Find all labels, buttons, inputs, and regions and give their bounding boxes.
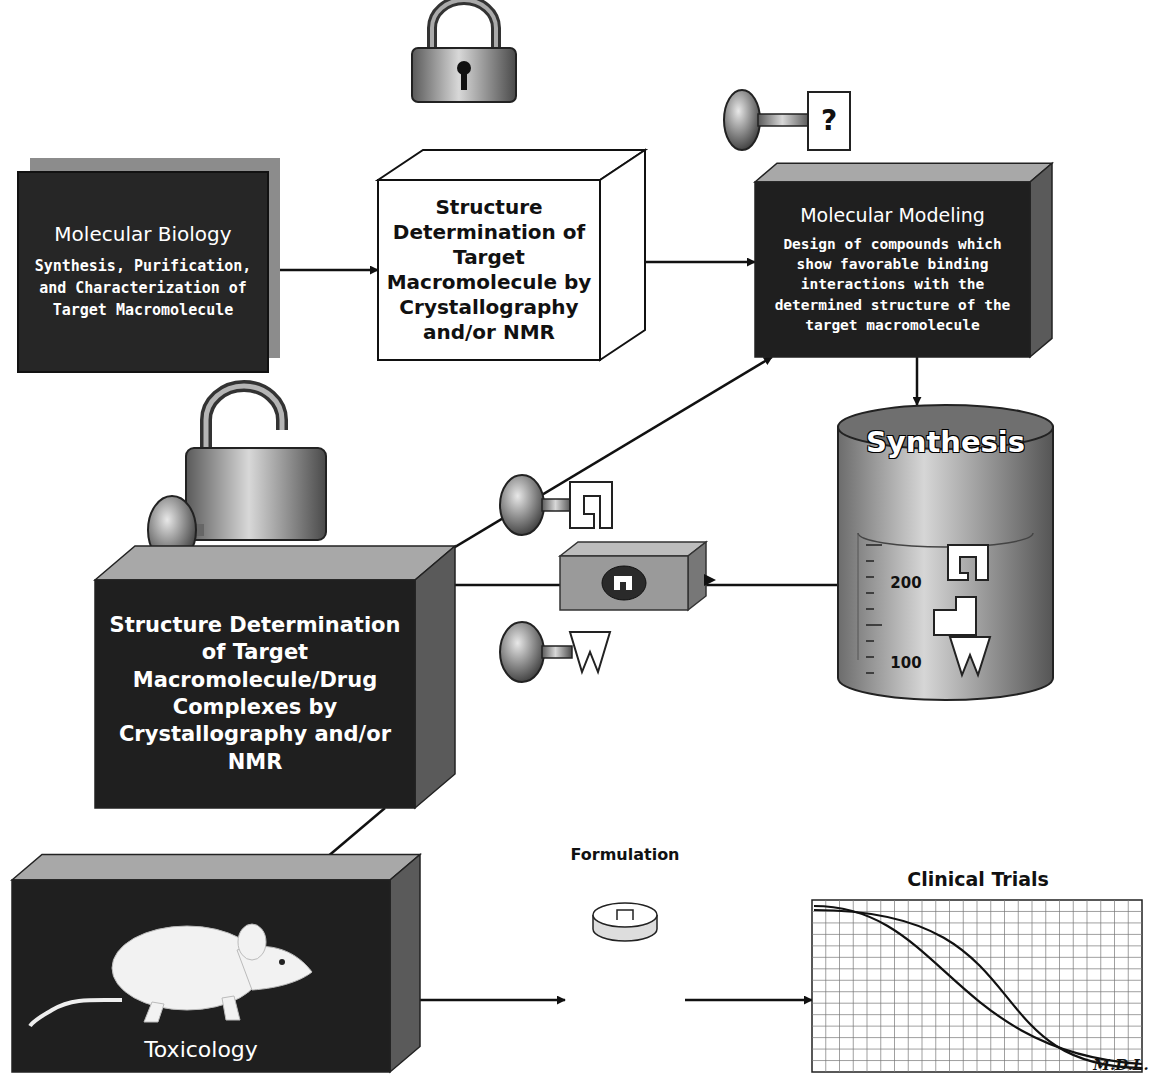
- flow-arrow: [400, 357, 772, 580]
- node-shape: [565, 845, 685, 1010]
- w-key: [500, 622, 610, 682]
- node-body: Synthesis, Purification, and Characteriz…: [28, 256, 258, 321]
- flow-arrow: [268, 269, 378, 272]
- artist-signature: M.D.L.: [1092, 1056, 1150, 1074]
- node-shape: [812, 868, 1144, 1074]
- node-title: Formulation: [570, 845, 679, 864]
- node-title: Structure Determination of Target Macrom…: [105, 612, 405, 776]
- open-padlock: [148, 386, 326, 564]
- scale-number: 200: [886, 574, 926, 592]
- node-title: Toxicology: [144, 1037, 258, 1062]
- complex-structure-box: Structure Determination of Target Macrom…: [95, 580, 415, 808]
- node-title: Synthesis: [866, 425, 1025, 459]
- unknown-key: [724, 90, 850, 150]
- flow-arrow: [685, 999, 812, 1002]
- node-title: Molecular Modeling: [800, 204, 985, 226]
- modeling-box: Molecular ModelingDesign of compounds wh…: [755, 182, 1030, 357]
- node-title: Structure Determination of Target Macrom…: [386, 195, 592, 345]
- synthesis-cylinder: Synthesis: [838, 405, 1053, 700]
- toxicology-box: Toxicology: [12, 880, 390, 1072]
- complex-slab: [560, 542, 716, 610]
- process-box: Molecular BiologySynthesis, Purification…: [18, 172, 268, 372]
- key-question-mark: ?: [812, 104, 846, 137]
- node-title: Clinical Trials: [907, 868, 1049, 890]
- node-title: Molecular Biology: [54, 222, 231, 246]
- formulation-node: Formulation: [565, 845, 685, 1010]
- drug-key: [500, 475, 612, 535]
- flow-arrow: [916, 357, 919, 405]
- node-body: Design of compounds which show favorable…: [763, 234, 1022, 335]
- structure-box: Structure Determination of Target Macrom…: [378, 180, 600, 360]
- scale-number: 100: [886, 654, 926, 672]
- clinical-trials-chart: Clinical Trials: [812, 868, 1144, 1074]
- closed-padlock: [412, 0, 516, 102]
